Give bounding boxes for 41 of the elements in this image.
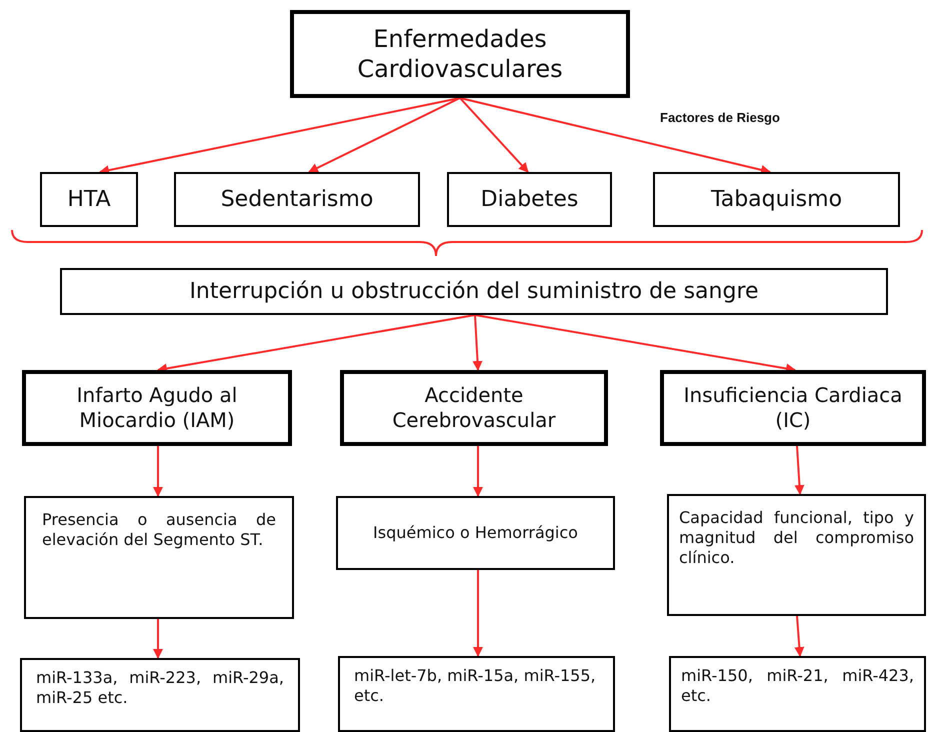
- risk-factor-box: [174, 172, 420, 227]
- disease-box: [290, 10, 630, 98]
- arrow: [472, 314, 482, 371]
- cause-box: [60, 268, 888, 315]
- arrow: [473, 570, 483, 657]
- microrna-box: [669, 656, 926, 732]
- node-text: miR-150, miR-21, miR-423, etc.: [681, 666, 914, 706]
- condition-box: [22, 370, 292, 446]
- arrow: [153, 619, 163, 659]
- condition-box: [340, 370, 608, 446]
- node-text: Interrupción u obstrucción del suministro de sangre: [189, 278, 759, 306]
- node-text: Presencia o ausencia de elevación del Segmento ST.: [42, 510, 276, 550]
- arrow: [794, 446, 804, 495]
- arrow: [308, 97, 460, 173]
- node-text: miR-let-7b, miR-15a, miR-155, etc.: [354, 666, 597, 706]
- node-text: miR-133a, miR-223, miR-29a, miR-25 etc.: [36, 668, 284, 708]
- risk-factor-box: [447, 172, 612, 227]
- risk-factor-box: [653, 172, 900, 227]
- annotation-label: Factores de Riesgo: [660, 110, 780, 125]
- description-box: [24, 496, 294, 619]
- node-text: Tabaquismo: [710, 186, 842, 214]
- node-text: Sedentarismo: [220, 186, 374, 214]
- microrna-box: [338, 656, 615, 732]
- arrow: [460, 97, 771, 175]
- arrow: [473, 446, 483, 497]
- node-text: HTA: [67, 186, 111, 214]
- node-text: Accidente Cerebrovascular: [391, 383, 557, 433]
- node-text: Insuficiencia Cardiaca (IC): [682, 383, 904, 433]
- description-box: [336, 496, 615, 570]
- arrow: [153, 446, 163, 497]
- arrow: [794, 616, 804, 657]
- node-text: Diabetes: [480, 186, 578, 214]
- arrow: [459, 97, 529, 173]
- node-text: Infarto Agudo al Miocardio (IAM): [76, 383, 238, 433]
- condition-box: [660, 370, 926, 446]
- microrna-box: [20, 658, 300, 732]
- node-text: Enfermedades Cardiovasculares: [356, 24, 564, 84]
- risk-factor-box: [40, 172, 138, 227]
- description-box: [667, 494, 926, 616]
- node-text: Capacidad funcional, tipo y magnitud del compromiso clínico.: [679, 508, 914, 568]
- node-text: Isquémico o Hemorrágico: [373, 523, 578, 543]
